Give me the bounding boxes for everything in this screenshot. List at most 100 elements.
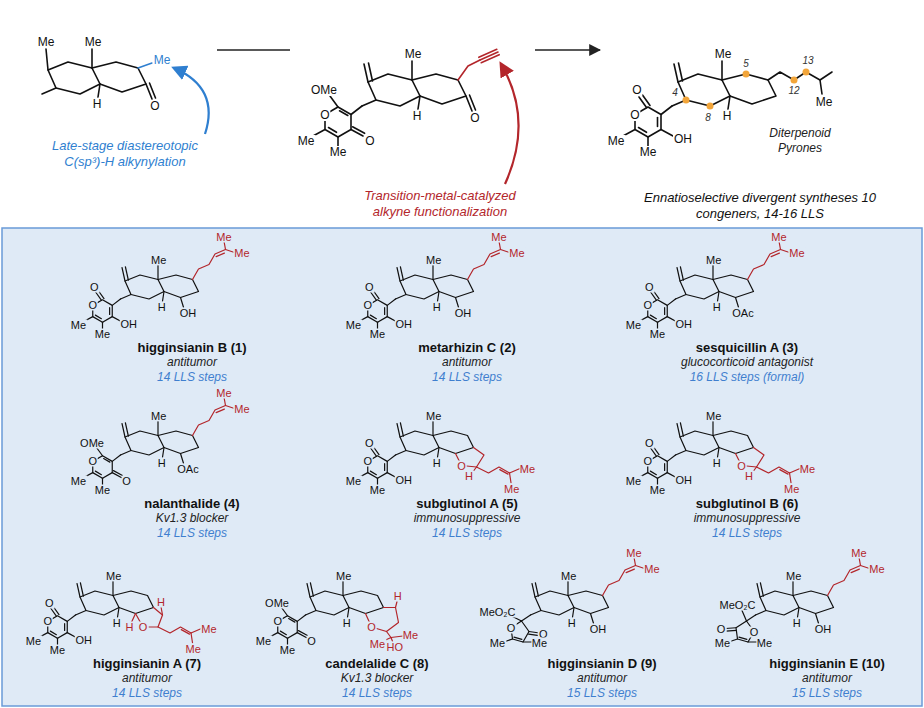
atom-label: Me [508,248,525,259]
step-count: 16 LLS steps (formal) [690,370,805,385]
atom-label: O [149,100,160,112]
drawing-part [181,298,184,308]
atom-label: O [306,636,317,647]
drawing-part [603,557,645,595]
molecule [639,241,790,329]
atom-label: Me [850,547,867,558]
atom-label: Me [705,411,722,422]
drawing-part [146,83,156,99]
drawing-part [366,602,404,642]
atom-label: OH [589,624,608,635]
atom-label: H [792,617,802,628]
atom-label: O [629,109,640,121]
atom-label: O [506,622,517,633]
atom-label: O [469,112,480,124]
activity-label: antitumor [167,355,217,370]
atom-label: Me [531,637,548,648]
molecule [359,421,520,485]
drawing-part [359,447,397,485]
atom-label: Me [625,547,642,558]
atom-label: OH [675,318,694,329]
compound-name: metarhizin C (2) [418,340,516,355]
atom-label: Me [489,637,506,648]
atom-label: Me [37,36,56,48]
drawing-part [364,63,373,82]
compound-card: MeO₂COOMeMeMeHMeMeOHhigginsianin D (9)an… [465,546,690,704]
molecule [504,557,645,642]
drawing-part [736,448,801,483]
callout-arrow [501,64,519,184]
atom-label: Me [200,623,217,634]
drawing-part [639,291,677,329]
atom-label: H [393,591,403,602]
step-count: 14 LLS steps [157,370,227,385]
atom-label: Me [150,411,167,422]
atom-label: O [87,456,98,467]
drawing-part [122,423,128,437]
atom-label: H [722,110,733,122]
scheme-structure: MeMeMeHOLate-stage diastereotopic C(sp³)… [10,10,217,173]
atom-label: O [364,135,375,147]
atom-label: Me [503,483,520,494]
drawing-part [639,447,677,485]
atom-label: Me [815,96,834,108]
caption: Late-stage diastereotopic C(sp³)-H alkyn… [35,138,215,171]
atom-label: Me [649,328,666,339]
scheme-structure: OOMeMeOHMeHMe4851213Diterpenoid PyronesE… [600,10,915,225]
atom-label: OH [75,634,94,645]
atom-label: H [112,617,122,628]
atom-label: H [412,110,423,122]
molecule [39,581,202,645]
drawing-part [816,614,819,624]
drawing-part [757,583,763,597]
atom-label: O [44,598,55,609]
atom-label: H [712,457,722,468]
drawing-part [676,421,754,457]
atom-label: O [362,456,373,467]
compound-card: OOMeMeOHMeHMeMeOHhigginsianin B (1)antit… [35,230,300,387]
atom-label: Me [369,328,386,339]
atom-label: O [366,622,377,633]
atom-label: Me [94,328,111,339]
step-count: 14 LLS steps [712,526,782,541]
atom-label: Me [185,643,202,654]
compound-card: OOMeMeOHMeHMeMeOAcsesquicillin A (3)gluc… [590,230,855,387]
drawing-part [313,96,365,146]
drawing-part [468,241,510,279]
atom-label: OAc [731,308,754,319]
drawing-part [121,265,199,301]
compound-card: OMeOMeMeOMeHMeMeOAcnalanthalide (4)Kv1.3… [35,386,300,543]
atom-label: Me [255,636,272,647]
position-number: 5 [742,59,750,69]
drawing-part [121,421,199,457]
drawing-part [828,557,870,595]
callout-arrow [174,68,209,134]
drawing-part [84,291,122,329]
class-label: Diterpenoid Pyrones [755,126,845,156]
atom-label: O [631,84,642,96]
atom-label: Me [643,564,660,575]
atom-label: O [87,300,98,311]
atom-label: Me [788,248,805,259]
activity-label: immunosuppressive [694,511,801,526]
atom-label: O [364,438,375,449]
compound-name: candelalide C (8) [325,656,428,671]
atom-label: H [92,98,103,110]
drawing-part [138,63,152,68]
drawing-part [193,241,235,279]
drawing-part [677,423,683,437]
atom-label: Me [94,484,111,495]
atom-label: Me [70,476,87,487]
atom-label: Me [519,463,536,474]
atom-label: OH [395,318,414,329]
activity-label: antitumor [122,671,172,686]
molecule [313,49,499,146]
atom-label: OMe [310,84,338,96]
atom-label: O [644,438,655,449]
drawing-part [397,267,403,281]
activity-label: antitumor [577,671,627,686]
drawing-part [122,267,128,281]
drawing-part [362,61,466,109]
atom-label: Me [49,644,66,655]
